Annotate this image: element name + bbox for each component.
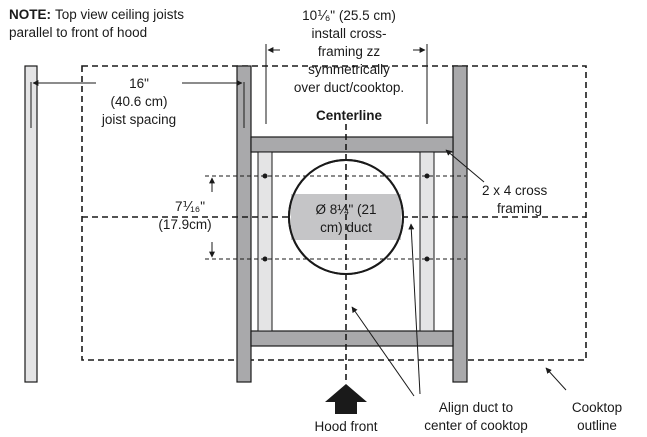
joist-spacing-line2: (40.6 cm) [110,94,167,109]
align-line1: Align duct to [439,400,513,415]
joist-spacing-line3: joist spacing [101,112,176,127]
cross-framing-leader [445,149,485,183]
joist-far-left [24,65,38,383]
centerline-label: Centerline [316,108,383,123]
note-line2: parallel to front of hood [9,25,147,40]
hood-front-label: Hood front [314,419,377,434]
install-line5: over duct/cooktop. [294,80,404,95]
duct-line2: cm) duct [320,220,372,235]
cross-framing-left [257,151,273,332]
cross-framing-line1: 2 x 4 cross [482,183,548,198]
cooktop-line1: Cooktop [572,400,622,415]
cross-framing-line2: framing [497,201,542,216]
install-line4: symmetrically [308,62,390,77]
mount-dot [262,173,268,179]
align-leader-left [351,306,415,397]
note-line1: NOTE:Top view ceiling joists [9,7,184,22]
hood-front-arrow [325,384,367,414]
align-line2: center of cooktop [424,418,528,433]
mount-dot [262,256,268,262]
cross-framing-top [250,136,454,153]
install-line2: install cross- [311,26,386,41]
cross-framing-bottom [250,330,454,347]
cooktop-outline [81,65,587,361]
offset-line2: (17.9cm) [158,217,211,232]
mount-dot [424,173,430,179]
cross-framing-right [419,151,435,332]
joist-spacing-line1: 16" [129,76,149,91]
cooktop-leader [545,367,567,391]
joist-left [236,65,252,383]
install-line3: framing zz [318,44,381,59]
duct-line1: Ø 8¼" (21 [315,202,376,217]
offset-line1: 7⅟₁₆" [175,199,205,214]
joist-right [452,65,468,383]
cooktop-line2: outline [577,418,617,433]
align-leader-right [408,223,421,395]
install-line1: 10⅟₆" (25.5 cm) [302,8,396,23]
mount-dot [424,256,430,262]
